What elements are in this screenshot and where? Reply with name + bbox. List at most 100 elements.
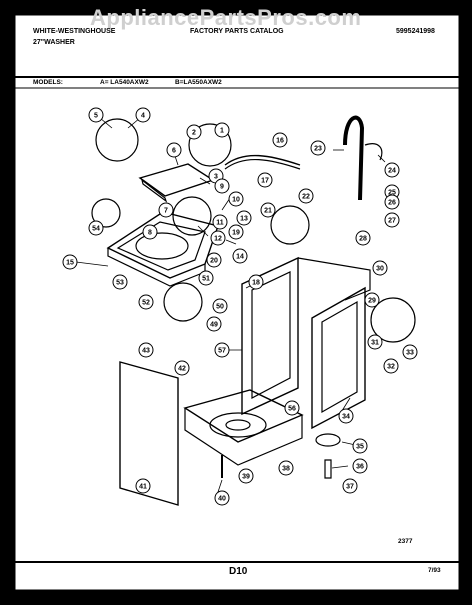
callout-circle (214, 178, 230, 194)
callout-38: 38 (278, 460, 294, 476)
callout-number: 31 (371, 340, 379, 347)
callout-57: 57 (214, 342, 230, 358)
callout-6: 6 (166, 142, 182, 158)
callout-number: 52 (142, 300, 150, 307)
callout-number: 14 (236, 254, 244, 261)
detail-circle-4 (163, 282, 203, 322)
callout-10: 10 (228, 191, 244, 207)
callout-16: 16 (272, 132, 288, 148)
top-panel-shape (106, 211, 219, 279)
callout-number: 25 (388, 190, 396, 197)
callout-23: 23 (310, 140, 326, 156)
callout-number: 39 (242, 474, 250, 481)
callout-number: 6 (172, 148, 176, 155)
detail-circle-2 (188, 123, 232, 167)
detail-circle-6 (370, 297, 416, 343)
callout-number: 21 (264, 208, 272, 215)
callout-33: 33 (402, 344, 418, 360)
detail-circle-5 (270, 205, 310, 245)
callout-number: 38 (282, 466, 290, 473)
diagram-code: 2377 (398, 538, 413, 545)
callout-51: 51 (198, 270, 214, 286)
callout-circle (257, 172, 273, 188)
callout-number: 53 (116, 280, 124, 287)
callout-1: 1 (214, 122, 230, 138)
callout-56: 56 (284, 400, 300, 416)
callout-20: 20 (206, 252, 222, 268)
callout-circle (298, 188, 314, 204)
cabinet-top-edge (297, 257, 371, 301)
model-a: A= LA540AXW2 (100, 79, 149, 86)
callout-49: 49 (206, 316, 222, 332)
brand-label: WHITE-WESTINGHOUSE (33, 28, 116, 35)
callout-27: 27 (384, 212, 400, 228)
callout-36: 36 (352, 458, 368, 474)
callout-number: 22 (302, 194, 310, 201)
tub-opening (135, 232, 189, 260)
models-label: MODELS: (33, 79, 63, 86)
callout-circle (228, 191, 244, 207)
drain-hose-shape (343, 115, 365, 201)
callout-number: 24 (388, 168, 396, 175)
callout-number: 34 (342, 414, 350, 421)
callout-circle (166, 142, 182, 158)
callout-circle (135, 478, 151, 494)
hose-shape (224, 154, 301, 166)
callout-circle (158, 202, 174, 218)
callout-number: 15 (66, 260, 74, 267)
callout-number: 9 (220, 184, 224, 191)
callout-22: 22 (298, 188, 314, 204)
callout-5: 5 (88, 107, 104, 123)
callout-number: 16 (276, 138, 284, 145)
callout-number: 8 (148, 230, 152, 237)
callout-circle (384, 194, 400, 210)
callout-number: 57 (218, 348, 226, 355)
callout-40: 40 (214, 490, 230, 506)
catalog-number: 5995241998 (396, 28, 435, 35)
callout-circle (367, 334, 383, 350)
callout-11: 11 (212, 214, 228, 230)
page-border (12, 12, 462, 593)
callout-30: 30 (372, 260, 388, 276)
callout-2: 2 (186, 124, 202, 140)
callout-54: 54 (88, 220, 104, 236)
lid-edge (140, 178, 168, 203)
detail-circle-3 (172, 196, 212, 236)
callout-18: 18 (248, 274, 264, 290)
callout-circle (384, 162, 400, 178)
detail-circle-7 (91, 198, 121, 228)
leveler-shape (324, 459, 332, 479)
callout-circle (402, 344, 418, 360)
callout-circle (142, 224, 158, 240)
callout-circle (284, 400, 300, 416)
callout-19: 19 (228, 224, 244, 240)
callout-number: 1 (220, 128, 224, 135)
cabinet-rear-inset (251, 271, 291, 399)
callout-21: 21 (260, 202, 276, 218)
callout-number: 2 (192, 130, 196, 137)
callout-circle (214, 490, 230, 506)
cabinet-side-shape (311, 286, 366, 430)
callout-31: 31 (367, 334, 383, 350)
callout-circle (310, 140, 326, 156)
front-panel-shape (119, 361, 179, 506)
callout-circle (138, 342, 154, 358)
callout-number: 12 (214, 236, 222, 243)
callout-number: 18 (252, 280, 260, 287)
callout-circle (272, 132, 288, 148)
callout-number: 17 (261, 178, 269, 185)
model-b: B=LA550AXW2 (175, 79, 222, 86)
callout-number: 3 (214, 174, 218, 181)
callout-number: 51 (202, 276, 210, 283)
callout-number: 7 (164, 208, 168, 215)
watermark: AppliancePartsPros.com (90, 5, 362, 30)
callout-circle (206, 252, 222, 268)
callout-circle (214, 342, 230, 358)
callout-number: 41 (139, 484, 147, 491)
callout-number: 54 (92, 226, 100, 233)
callout-circle (186, 124, 202, 140)
callout-number: 32 (387, 364, 395, 371)
callout-circle (135, 107, 151, 123)
callout-32: 32 (383, 358, 399, 374)
callout-circle (278, 460, 294, 476)
